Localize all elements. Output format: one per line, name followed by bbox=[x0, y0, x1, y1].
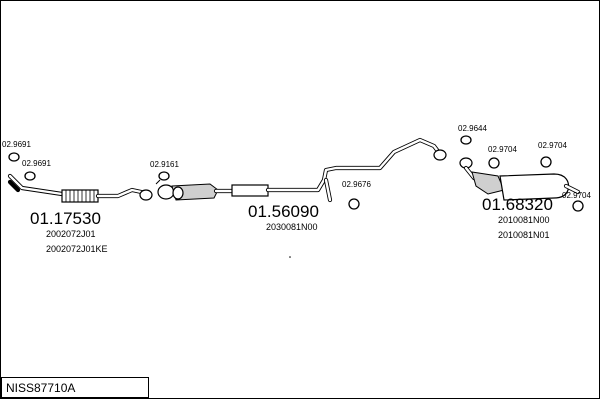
flex-joint bbox=[61, 189, 99, 203]
rear-code-1: 2010081N00 bbox=[498, 215, 550, 225]
hanger-icon-6 bbox=[488, 157, 500, 169]
part-label-4: 02.9676 bbox=[342, 180, 371, 189]
part-label-1: 02.9691 bbox=[2, 140, 31, 149]
hanger-icon-7 bbox=[540, 156, 552, 168]
gasket-icon-5 bbox=[460, 135, 472, 145]
rear-number: 01.68320 bbox=[482, 195, 553, 214]
front-pipe-code-1: 2002072J01 bbox=[46, 229, 96, 239]
hanger-icon-8 bbox=[572, 200, 584, 212]
part-label-6: 02.9704 bbox=[488, 145, 517, 154]
front-pipe-assembly[interactable] bbox=[7, 173, 153, 203]
middle-code-1: 2030081N00 bbox=[266, 222, 318, 232]
rear-code-2: 2010081N01 bbox=[498, 230, 550, 240]
dot-mark bbox=[289, 256, 291, 258]
middle-number: 01.56090 bbox=[248, 202, 319, 221]
catalyst-inlet bbox=[172, 186, 184, 200]
gasket-icon-2 bbox=[24, 171, 36, 181]
front-pipe-code-2: 2002072J01KE bbox=[46, 244, 108, 254]
catalyst-flange bbox=[157, 184, 175, 200]
rear-silencer-assembly[interactable] bbox=[459, 157, 581, 201]
diagram-title: NISS87710A bbox=[6, 381, 76, 395]
flex-joint-hatch bbox=[65, 190, 95, 202]
front-pipe-flange bbox=[139, 189, 153, 201]
part-label-3: 02.9161 bbox=[150, 160, 179, 169]
part-label-5: 02.9644 bbox=[458, 124, 487, 133]
part-label-2: 02.9691 bbox=[22, 159, 51, 168]
catalyst-assembly[interactable] bbox=[157, 137, 447, 203]
gasket-icon-1 bbox=[8, 152, 20, 162]
hanger-icon-4 bbox=[348, 198, 360, 210]
hanger-icon-3 bbox=[155, 171, 170, 185]
rear-pipe-bend bbox=[471, 171, 505, 195]
rear-silencer-body bbox=[499, 173, 570, 201]
part-label-8: 02.9704 bbox=[562, 191, 591, 200]
front-pipe-number: 01.17530 bbox=[30, 209, 101, 228]
part-label-7: 02.9704 bbox=[538, 141, 567, 150]
title-box: NISS87710A bbox=[1, 377, 149, 398]
middle-outlet-flange bbox=[433, 149, 447, 161]
resonator-box bbox=[231, 184, 269, 197]
